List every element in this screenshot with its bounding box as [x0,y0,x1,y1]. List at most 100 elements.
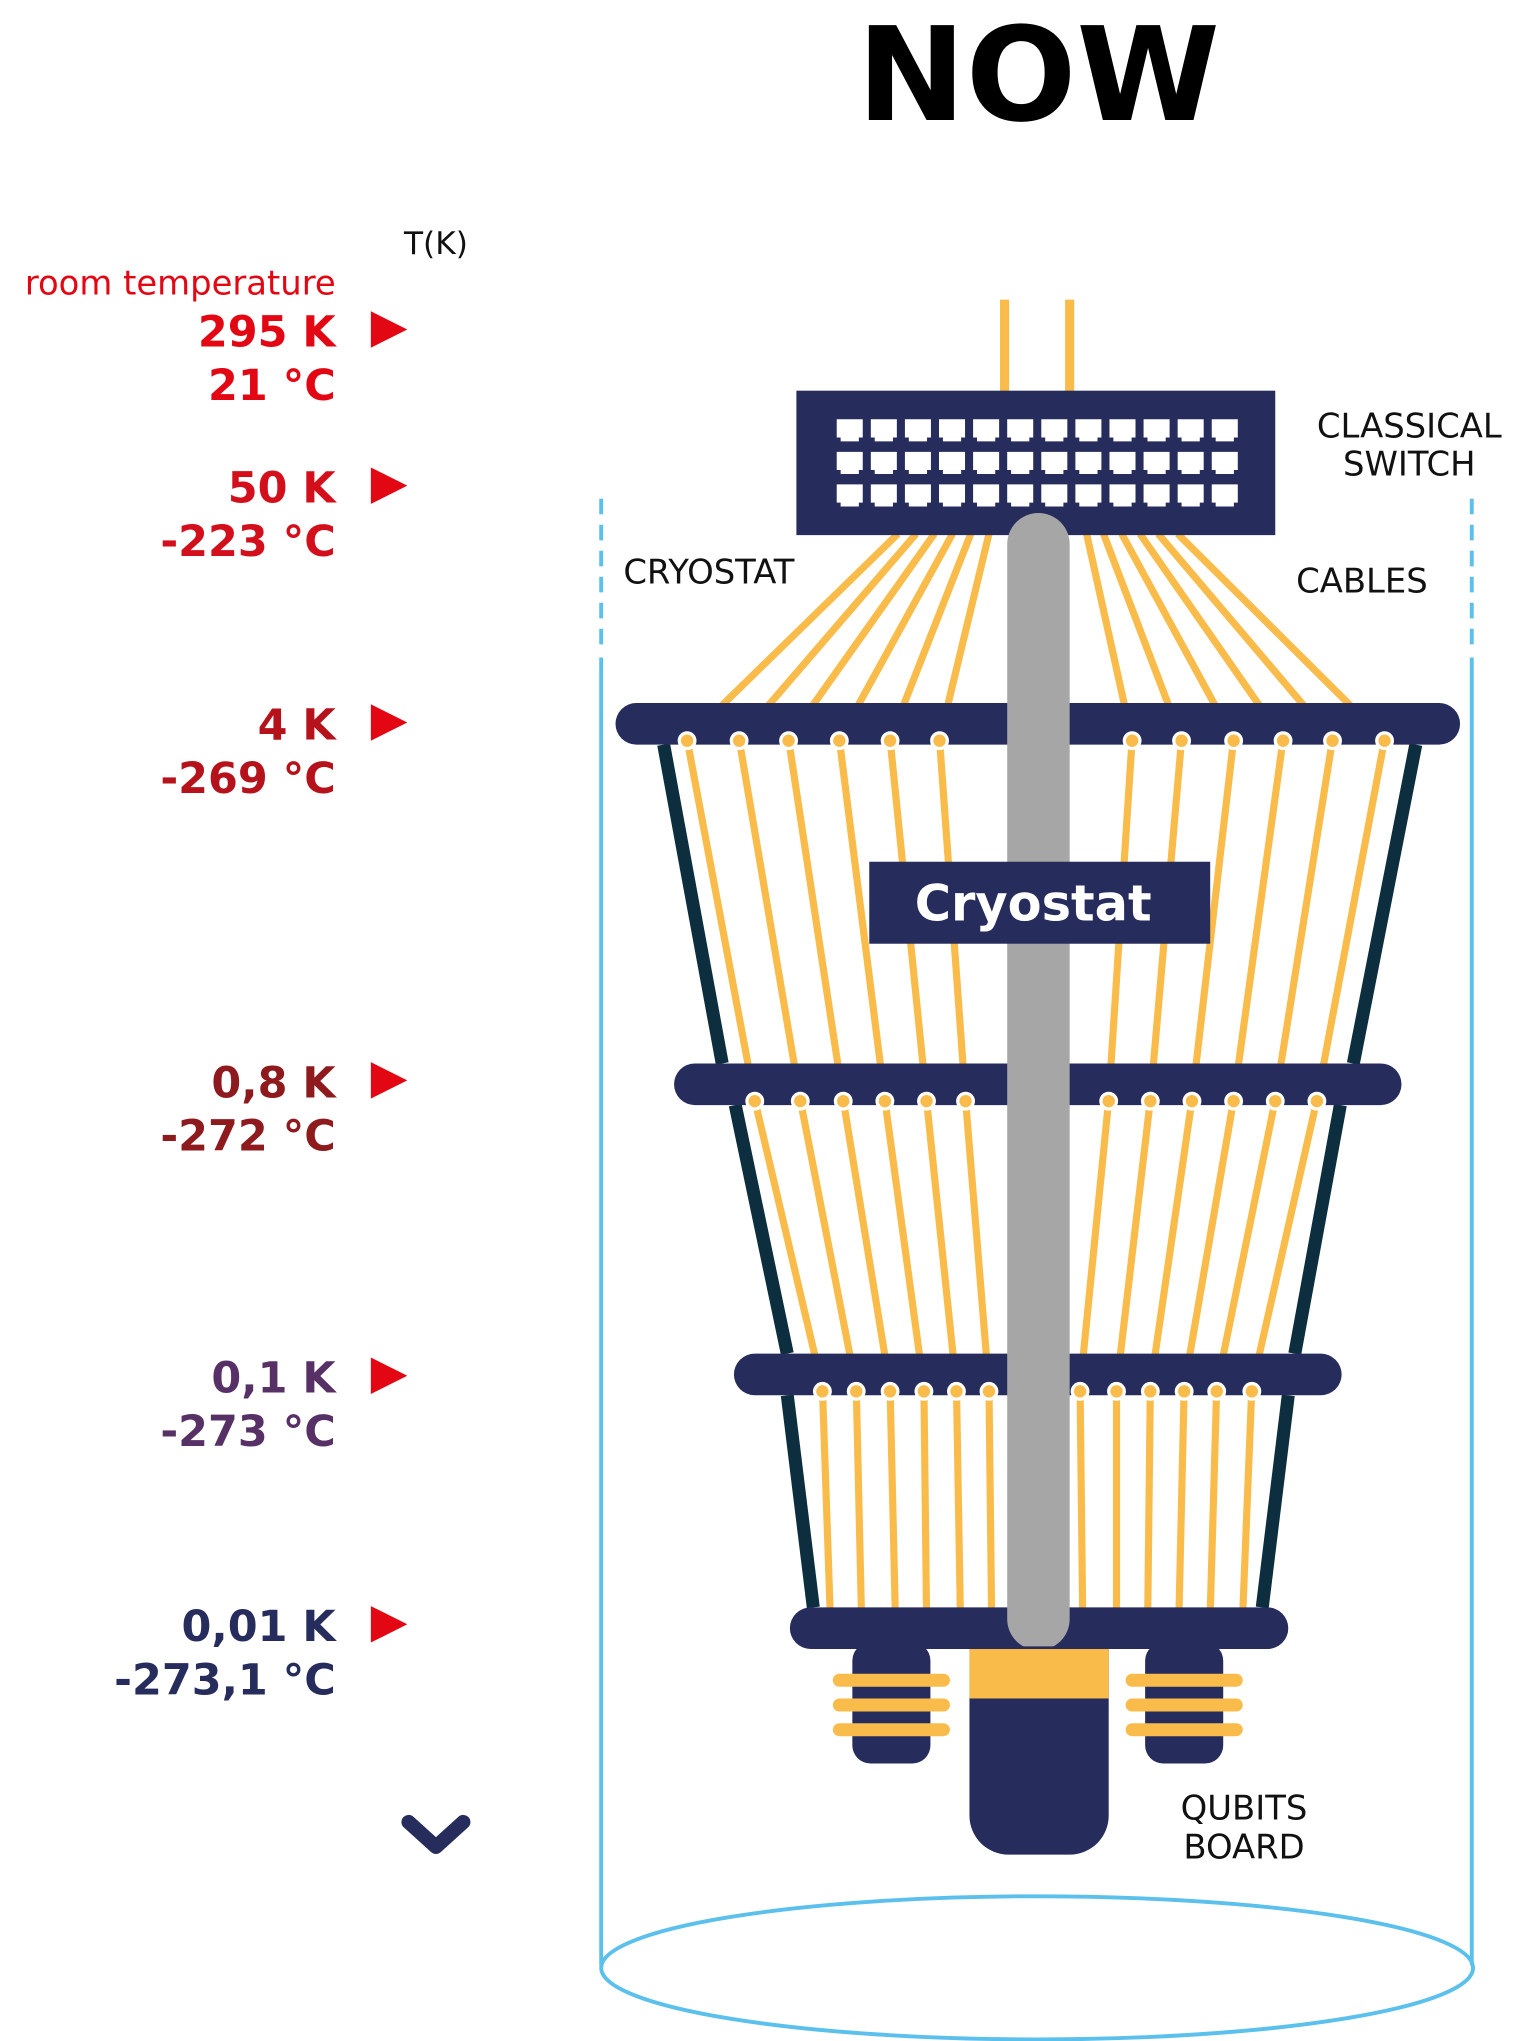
cable [1146,1099,1196,1388]
qubits-board-label: BOARD [1183,1828,1304,1867]
cryostat-frame [780,1394,820,1609]
cable-hole [833,1091,853,1111]
cryostat-cylinder [599,498,1475,2041]
cable-hole [1070,1381,1090,1401]
cable-hole [1140,1091,1160,1111]
cable [796,1099,860,1389]
cable [1076,1387,1087,1614]
cable [1180,1099,1238,1389]
cable [818,1387,834,1615]
level-celsius: -272 °C [160,1112,335,1162]
cable [839,1099,894,1389]
cable [886,1387,899,1614]
cable-hole [829,731,849,751]
switch-port-icon [1177,419,1204,442]
cable [881,1099,928,1388]
cable [835,738,889,1101]
level-marker-icon [370,1357,408,1394]
cryostat-frame [657,743,729,1065]
cable-hole [1174,1381,1194,1401]
cable-hole [729,731,749,751]
cable-hole [846,1381,866,1401]
cryostat-text-label: CRYOSTAT [623,552,794,591]
level-celsius: -223 °C [160,517,335,567]
cable-hole [947,1381,966,1401]
switch-port-icon [904,451,931,474]
cable-hole [930,731,949,751]
cable [1188,739,1238,1101]
switch-port-icon [1177,484,1204,507]
cable [961,1099,993,1388]
switch-port-icon [1211,451,1238,474]
cable [1144,1387,1154,1614]
cryostat-label: Cryostat [915,874,1152,932]
cable-hole [1107,1381,1126,1401]
cable-hole [1375,731,1395,751]
cable-hole [880,1381,900,1401]
classical-switch-label: SWITCH [1343,444,1476,483]
switch-port-icon [939,451,966,474]
cable-hole [745,1091,765,1111]
level-kelvin: 4 K [258,700,338,750]
cryostat-frame [1346,743,1423,1065]
switch-port-icon [904,419,931,442]
room-temperature-label: room temperature [25,263,336,302]
level-kelvin: 0,8 K [211,1058,337,1108]
cable [1239,1387,1256,1615]
cable-hole [677,731,697,751]
level-kelvin: 50 K [228,464,338,514]
cable-hole [979,1381,999,1401]
cable [751,1099,826,1389]
level-marker-icon [370,1606,408,1643]
cable [1230,738,1287,1101]
cryostat-frame [728,1103,794,1355]
arrow-head-icon [401,1814,471,1854]
cable-hole [914,1381,934,1401]
switch-port-icon [1075,484,1102,507]
cable [1175,1387,1188,1614]
switch-port-icon [1041,484,1068,507]
cable-hole [790,1091,810,1111]
cable [1076,1099,1113,1388]
switch-port-icon [1041,419,1068,442]
switch-port-icon [973,484,1000,507]
level-marker-icon [370,311,408,348]
cable [785,738,847,1101]
cable [1313,738,1389,1101]
cable [683,738,759,1101]
cable [1206,1387,1221,1614]
level-kelvin: 295 K [198,307,338,357]
cable-hole [956,1091,975,1111]
cable [952,1387,964,1614]
qubits-board [832,1642,1243,1855]
switch-port-icon [1075,419,1102,442]
switch-port-icon [1109,419,1136,442]
cable-hole [1122,731,1142,751]
level-celsius: -273,1 °C [114,1656,336,1706]
cable [920,1387,931,1614]
cable-hole [917,1091,936,1111]
switch-port-icon [1007,484,1034,507]
cable [1271,738,1337,1101]
cables-label: CABLES [1296,561,1428,600]
level-kelvin: 0,01 K [182,1602,338,1652]
cable-hole [880,731,900,751]
switch-port-icon [1041,451,1068,474]
cable-hole [1172,731,1192,751]
cryostat-label-box [869,861,1211,944]
switch-port-icon [1075,451,1102,474]
cable-hole [812,1381,832,1401]
cable [1213,1099,1279,1389]
switch-port-icon [836,484,863,507]
cable-hole [779,731,799,751]
switch-port-icon [1143,484,1170,507]
level-celsius: -269 °C [160,754,335,804]
cable-hole [1099,1091,1119,1111]
cable-hole [1265,1091,1285,1111]
cable-hole [1323,731,1342,751]
switch-port-icon [939,484,966,507]
switch-port-icon [870,484,897,507]
switch-port-icon [870,419,897,442]
switch-port-icon [1007,451,1034,474]
